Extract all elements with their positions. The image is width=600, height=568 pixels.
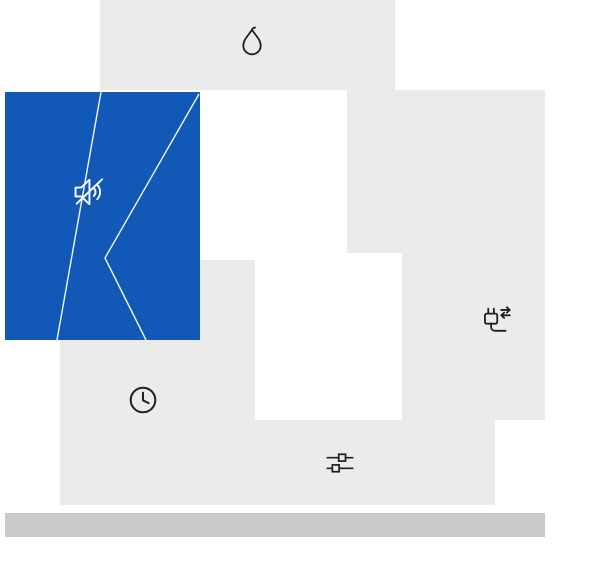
bottom-bar [5, 513, 545, 537]
tile-water-drop[interactable] [100, 0, 395, 90]
diagonal-ribbon-lines [56, 92, 200, 340]
plug-sync-icon [476, 303, 514, 341]
clock-icon [124, 381, 162, 419]
tile-speaker-mute[interactable] [5, 92, 200, 340]
tile-sliders[interactable] [200, 420, 495, 505]
water-drop-icon [235, 25, 269, 59]
speaker-mute-icon [70, 172, 110, 212]
sliders-icon [323, 446, 357, 480]
tile-plug-sync[interactable] [402, 90, 545, 420]
